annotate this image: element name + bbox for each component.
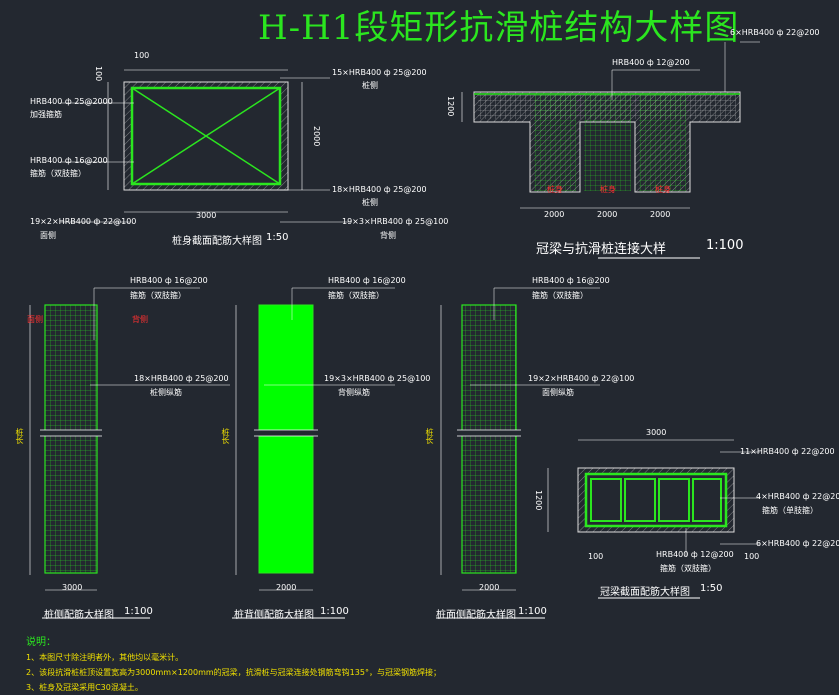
crown-pile-mark-1: 桩身 — [547, 185, 563, 194]
elev3-width: 2000 — [479, 583, 500, 592]
elev3-hoop-name: 箍筋（双肢箍） — [532, 291, 588, 300]
elev1-scale: 1:100 — [124, 606, 153, 617]
label-hoop: HRB400 ф 16@200 — [30, 156, 108, 165]
elev2-side-mark: 桩长 — [221, 428, 230, 444]
label-side-bot: 18×HRB400 ф 25@200 — [332, 185, 427, 194]
crown-sec-label-mid: 4×HRB400 ф 22@200 — [756, 492, 839, 501]
label-side-top: 15×HRB400 ф 25@200 — [332, 68, 427, 77]
notes-item-1: 1、本图尺寸除注明者外，其他均以毫米计。 — [26, 653, 184, 662]
crown-sec-dim-bl: 100 — [588, 552, 604, 561]
crown-sec-caption: 冠梁截面配筋大样图 — [600, 587, 690, 598]
crown-sec-label-right-bot: 6×HRB400 ф 22@200 — [756, 539, 839, 548]
elev1-hoop-name: 箍筋（双肢箍） — [130, 291, 186, 300]
elev3-scale: 1:100 — [518, 606, 547, 617]
label-side-top-name: 桩侧 — [362, 81, 378, 90]
elev2-hoop-name: 箍筋（双肢箍） — [328, 291, 384, 300]
crown-section-drawing — [547, 439, 760, 599]
label-front-rebar: 19×2×HRB400 ф 22@100 — [30, 217, 137, 226]
elevation-side-drawing — [29, 287, 230, 619]
dim-left: 100 — [94, 66, 103, 82]
elev2-caption: 桩背侧配筋大样图 — [234, 610, 314, 621]
crown-sec-dim-top: 3000 — [646, 428, 667, 437]
elev2-scale: 1:100 — [320, 606, 349, 617]
elevation-back-drawing — [232, 287, 395, 619]
label-front-rebar-name: 面侧 — [40, 231, 56, 240]
crown-dim-3: 2000 — [650, 210, 671, 219]
crown-sec-label-bot: HRB400 ф 12@200 — [656, 550, 734, 559]
elev1-side-mark: 桩长 — [15, 428, 24, 444]
label-strengthen-hoop: HRB400 ф 25@2000 — [30, 97, 113, 106]
crown-connection-caption: 冠梁与抗滑桩连接大样 — [536, 242, 667, 257]
elev3-rebar-name: 面侧纵筋 — [542, 388, 574, 397]
dim-bottom: 3000 — [196, 211, 217, 220]
elev1-width: 3000 — [62, 583, 83, 592]
crown-dim-2: 2000 — [597, 210, 618, 219]
label-side-bot-name: 桩侧 — [362, 198, 378, 207]
dim-top: 100 — [134, 51, 150, 60]
elev3-caption: 桩面侧配筋大样图 — [436, 610, 516, 621]
label-back-rebar-name: 背侧 — [380, 231, 396, 240]
label-hoop-name: 箍筋（双肢箍） — [30, 169, 86, 178]
elev2-rebar: 19×3×HRB400 ф 25@100 — [324, 374, 431, 383]
crown-dim-left: 1200 — [446, 96, 455, 117]
notes-item-3: 3、桩身及冠梁采用C30混凝土。 — [26, 683, 143, 692]
crown-mid-label: HRB400 ф 12@200 — [612, 58, 690, 67]
drawing-title: H-H1段矩形抗滑桩结构大样图 — [258, 8, 740, 48]
crown-pile-mark-3: 桩身 — [655, 185, 671, 194]
crown-pile-mark-2: 桩身 — [600, 185, 616, 194]
crown-sec-scale: 1:50 — [700, 583, 723, 594]
label-back-rebar: 19×3×HRB400 ф 25@100 — [342, 217, 449, 226]
elev3-rebar: 19×2×HRB400 ф 22@100 — [528, 374, 635, 383]
crown-connection-scale: 1:100 — [706, 238, 744, 253]
crown-sec-dim-left: 1200 — [534, 490, 543, 511]
elev3-hoop: HRB400 ф 16@200 — [532, 276, 610, 285]
elev1-rebar: 18×HRB400 ф 25@200 — [134, 374, 229, 383]
notes-item-2: 2、该段抗滑桩桩顶设置宽高为3000mm×1200mm的冠梁，抗滑桩与冠梁连接处… — [26, 668, 441, 677]
crown-dim-1: 2000 — [544, 210, 565, 219]
crown-sec-label-top: 11×HRB400 ф 22@200 — [740, 447, 835, 456]
elev2-width: 2000 — [276, 583, 297, 592]
elev1-right-tag: 背侧 — [132, 315, 148, 324]
elev3-side-mark: 桩长 — [425, 428, 434, 444]
elev2-hoop: HRB400 ф 16@200 — [328, 276, 406, 285]
pile-section-drawing — [60, 69, 350, 223]
elev1-rebar-name: 桩侧纵筋 — [150, 388, 182, 397]
elev1-left-tag: 面侧 — [27, 315, 43, 324]
section-caption: 桩身截面配筋大样图 — [172, 236, 262, 247]
section-scale: 1:50 — [266, 232, 289, 243]
crown-sec-label-bot-name: 箍筋（双肢箍） — [660, 564, 716, 573]
dim-right: 2000 — [312, 126, 321, 147]
crown-top-label: 6×HRB400 ф 22@200 — [730, 28, 820, 37]
elev1-caption: 桩侧配筋大样图 — [44, 610, 114, 621]
elev2-rebar-name: 背侧纵筋 — [338, 388, 370, 397]
label-strengthen-hoop-name: 加强箍筋 — [30, 110, 62, 119]
elevation-front-drawing — [436, 287, 600, 619]
crown-sec-label-mid-name: 箍筋（单肢箍） — [762, 506, 818, 515]
elev1-hoop: HRB400 ф 16@200 — [130, 276, 208, 285]
crown-connection-drawing — [461, 41, 760, 259]
crown-sec-dim-br: 100 — [744, 552, 760, 561]
notes-title: 说明： — [26, 637, 56, 648]
